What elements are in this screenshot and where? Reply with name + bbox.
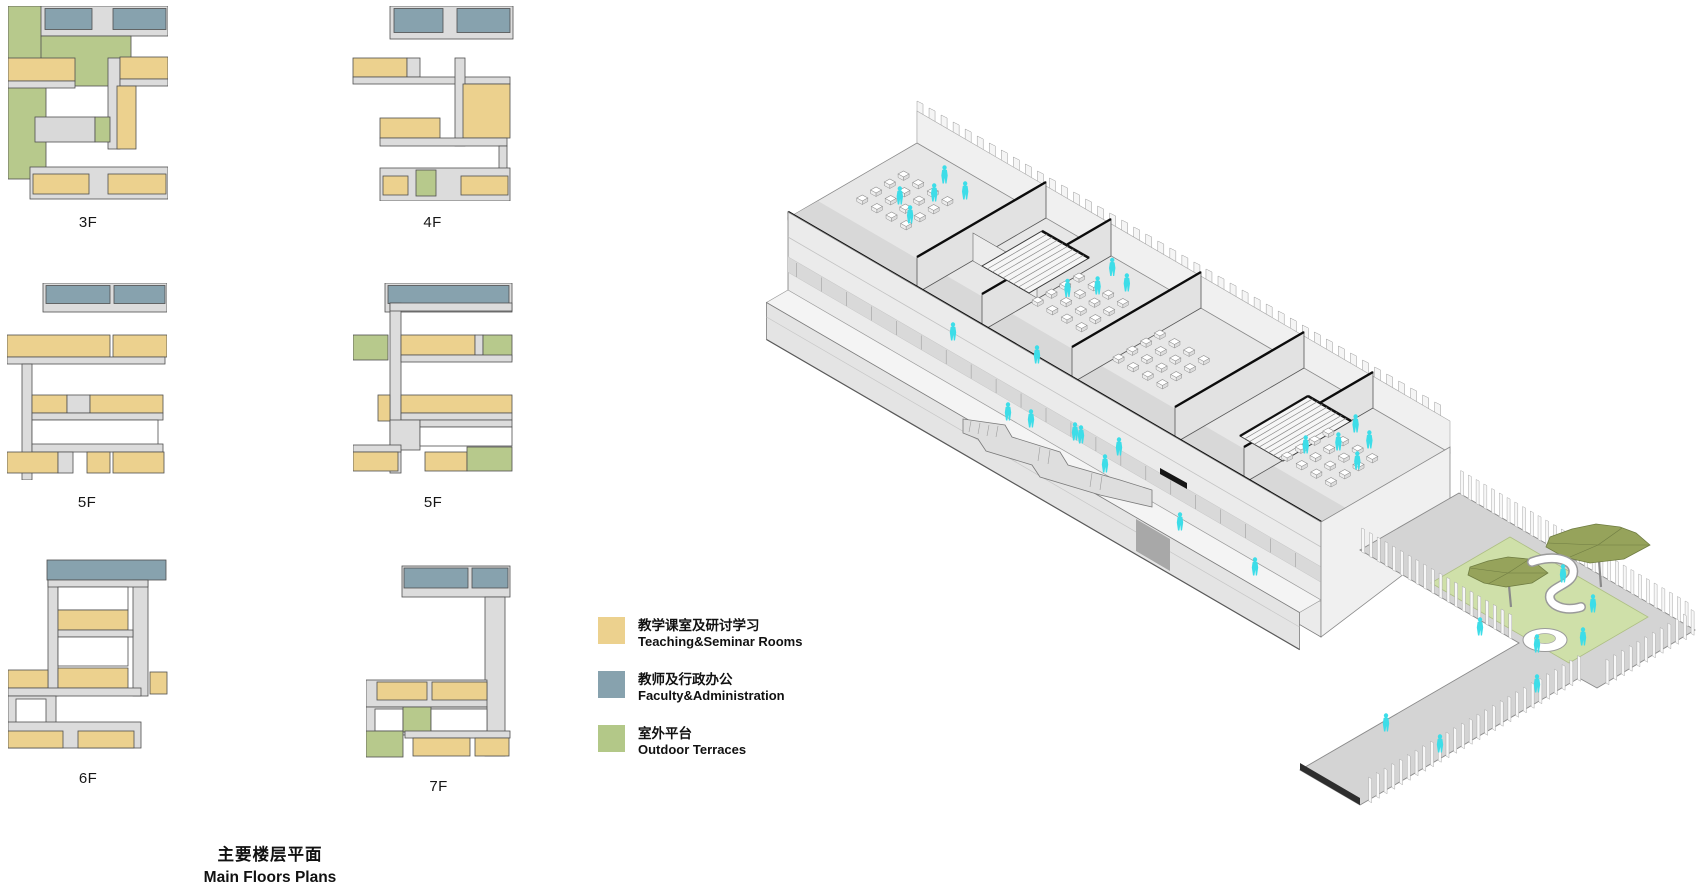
entrance-recess	[1136, 519, 1170, 571]
floor-label-3f: 3F	[78, 214, 98, 231]
floor-label-5f-b: 5F	[423, 494, 443, 511]
floor-plan-4f-drawing	[352, 6, 514, 201]
floor-plan-3f-drawing	[8, 6, 168, 200]
floor-label-6f: 6F	[78, 770, 98, 787]
legend-teaching-zh: 教学课室及研讨学习	[638, 618, 760, 633]
floor-plan-6f: 6F	[8, 558, 168, 787]
drawing-title-en: Main Floors Plans	[203, 869, 337, 886]
legend-item-faculty: 教师及行政办公 Faculty&Administration	[598, 671, 785, 703]
floor-label-7f: 7F	[429, 778, 448, 795]
floor-plan-4f: 4F	[350, 6, 515, 231]
entrance-canopy-bar	[1160, 468, 1187, 489]
floor-label-4f: 4F	[423, 214, 442, 231]
floor-plan-5f-a-drawing	[7, 283, 167, 480]
tier-band-line	[766, 316, 1300, 628]
walkway-hatching	[968, 420, 1103, 491]
canopy-tree-2	[1545, 523, 1651, 588]
teaching-color-swatch	[598, 617, 625, 644]
legend-item-terrace: 室外平台 Outdoor Terraces	[598, 725, 746, 757]
legend-terrace-en: Outdoor Terraces	[638, 742, 747, 757]
floor-plan-5f-a: 5F	[7, 283, 167, 511]
faculty-color-swatch	[598, 671, 625, 698]
legend-faculty-zh: 教师及行政办公	[638, 672, 733, 687]
legend-teaching-en: Teaching&Seminar Rooms	[638, 634, 803, 649]
legend-terrace-zh: 室外平台	[638, 726, 692, 741]
ground-edge-line	[766, 338, 1300, 651]
play-ring-hole	[1534, 633, 1556, 644]
floor-plan-5f-b: 5F	[353, 283, 513, 511]
walkway-end-cap	[1300, 763, 1360, 805]
floor-plan-7f-drawing	[366, 565, 511, 758]
floor-plan-3f: 3F	[8, 6, 168, 231]
floor-plan-6f-drawing	[8, 559, 168, 749]
terrace-color-swatch	[598, 725, 625, 752]
drawing-title-zh: 主要楼层平面	[217, 846, 323, 864]
floor-plan-7f: 7F	[366, 558, 511, 795]
floor-label-5f-a: 5F	[77, 494, 97, 511]
floor-plan-5f-b-drawing	[353, 283, 513, 474]
legend-item-teaching: 教学课室及研讨学习 Teaching&Seminar Rooms	[598, 617, 802, 649]
s-bench	[1528, 555, 1585, 613]
drawing-title: 主要楼层平面 Main Floors Plans	[150, 843, 390, 888]
staircases	[981, 229, 1352, 462]
legend-faculty-en: Faculty&Administration	[638, 688, 785, 703]
terrace-fences	[1361, 470, 1695, 804]
entry-walkway	[962, 418, 1153, 508]
axonometric-building-view	[765, 100, 1696, 806]
